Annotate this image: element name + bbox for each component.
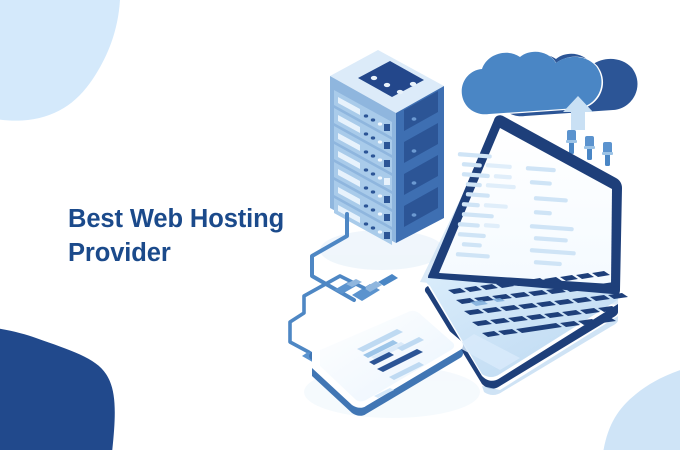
laptop-base-edge — [424, 286, 618, 389]
rack-slot-front-6 — [334, 180, 392, 227]
rack-top-panel — [358, 61, 424, 97]
laptop-keyboard — [448, 271, 628, 337]
rack-slot-front-3 — [334, 126, 392, 173]
upload-arrow-icon — [563, 96, 593, 130]
keyboard-row-2 — [456, 282, 620, 304]
rack-top-panel-dots — [370, 75, 417, 95]
rack-side-slots — [404, 91, 438, 227]
server-rack — [330, 50, 444, 245]
smartphone — [309, 302, 463, 416]
laptop-screen-code-left — [455, 152, 516, 259]
keyboard-highlights — [470, 298, 505, 306]
keyboard-row-4 — [472, 306, 618, 326]
cloud-front-shape — [461, 51, 602, 115]
rack-slot-side-2 — [404, 123, 438, 163]
keyboard-row-5 — [482, 317, 616, 337]
page-title: Best Web Hosting Provider — [68, 203, 318, 270]
keyboard-row-1 — [448, 271, 610, 294]
bottom-left-blob — [0, 328, 115, 450]
rack-slot-front-4 — [334, 144, 392, 191]
cloud-connector-1 — [566, 130, 577, 154]
laptop-screen-display — [439, 128, 612, 284]
phone-screen-content — [357, 329, 424, 380]
laptop-screen-code-right — [525, 166, 576, 267]
rack-shadow — [320, 230, 444, 270]
laptop-trackpad — [456, 334, 520, 370]
page-title-line-1: Best Web Hosting — [68, 205, 285, 233]
cable-phone-connector-laptop — [334, 279, 362, 294]
phone-home-indicator — [374, 388, 394, 398]
top-left-blob — [0, 0, 120, 121]
cable-rack-connector — [352, 274, 398, 301]
laptop — [420, 115, 628, 395]
page-title-line-2: Provider — [68, 238, 171, 267]
cloud-connector-2 — [584, 136, 595, 160]
keyboard-row-3 — [464, 293, 628, 315]
rack-slot-front-2 — [334, 108, 392, 155]
rack-slot-side-3 — [404, 155, 438, 195]
cloud-upload-icon — [459, 51, 638, 166]
cable-phone-path — [288, 274, 366, 358]
rack-slot-front-5 — [334, 162, 392, 209]
cloud-connector-3 — [602, 142, 613, 166]
cloud-connectors — [566, 130, 613, 166]
rack-slot-side-1 — [404, 91, 438, 131]
bottom-right-blob — [603, 370, 680, 450]
rack-slot-front-1 — [334, 90, 392, 137]
rack-slot-side-4 — [404, 187, 438, 227]
